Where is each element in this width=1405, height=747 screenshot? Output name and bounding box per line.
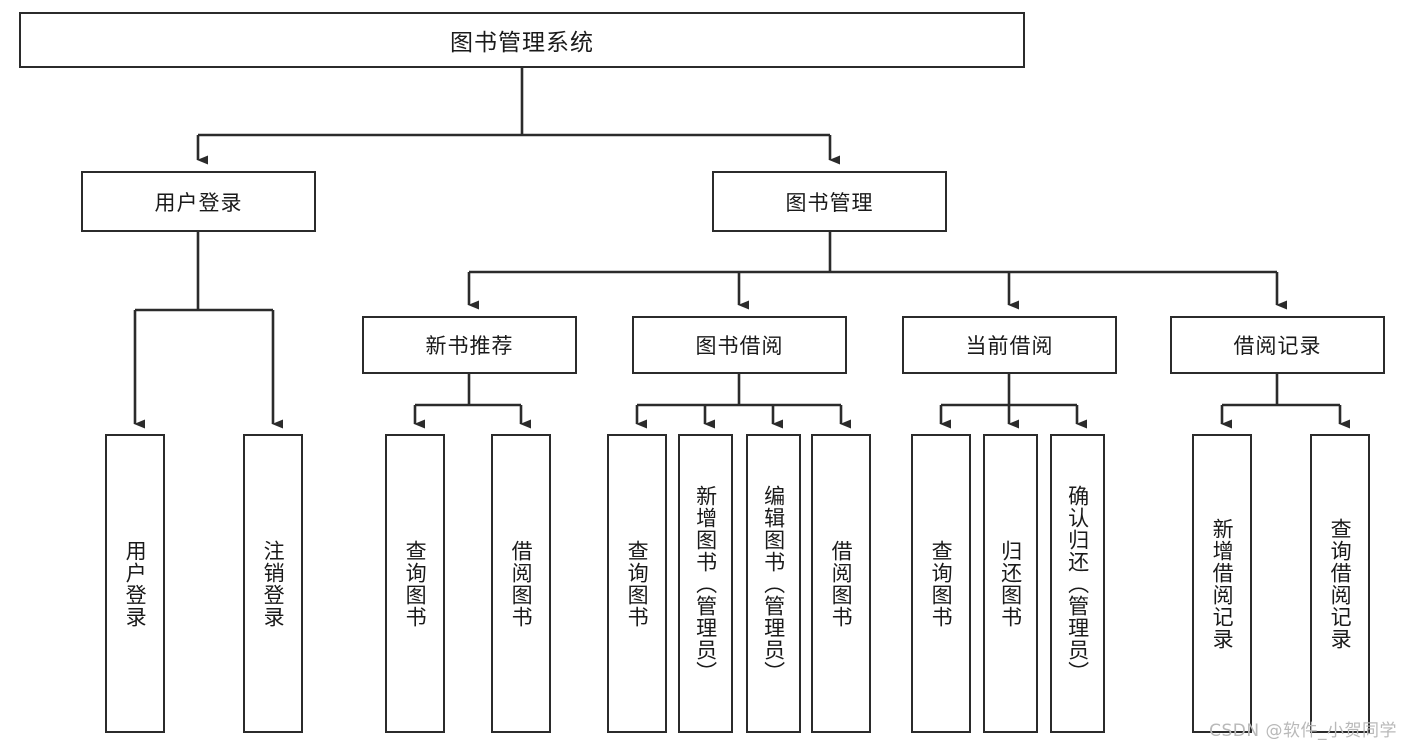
node-root-system[interactable]: 图书管理系统	[19, 12, 1025, 68]
leaf-bb-query-book-label: 查询图书	[625, 539, 650, 628]
node-borrow-record[interactable]: 借阅记录	[1170, 316, 1385, 374]
leaf-cb-confirm-return-label: 确认归还（管理员）	[1065, 484, 1090, 683]
node-book-management[interactable]: 图书管理	[712, 171, 947, 232]
leaf-cb-confirm-return[interactable]: 确认归还（管理员）	[1050, 434, 1105, 733]
leaf-br-add-record[interactable]: 新增借阅记录	[1192, 434, 1252, 733]
node-new-book-recommend-label: 新书推荐	[425, 334, 514, 358]
leaf-logout[interactable]: 注销登录	[243, 434, 303, 733]
node-user-login[interactable]: 用户登录	[81, 171, 316, 232]
leaf-cb-return-book[interactable]: 归还图书	[983, 434, 1038, 733]
node-book-borrow-label: 图书借阅	[695, 334, 784, 358]
leaf-bb-query-book[interactable]: 查询图书	[607, 434, 667, 733]
node-current-borrow[interactable]: 当前借阅	[902, 316, 1117, 374]
leaf-bb-add-book-label: 新增图书（管理员）	[693, 484, 718, 683]
csdn-watermark: CSDN @软件_小贺同学	[1209, 721, 1397, 741]
leaf-nb-borrow-book-label: 借阅图书	[509, 539, 534, 628]
leaf-bb-borrow-book[interactable]: 借阅图书	[811, 434, 871, 733]
leaf-bb-edit-book-label: 编辑图书（管理员）	[761, 484, 786, 683]
node-book-borrow[interactable]: 图书借阅	[632, 316, 847, 374]
leaf-br-query-record[interactable]: 查询借阅记录	[1310, 434, 1370, 733]
leaf-user-login[interactable]: 用户登录	[105, 434, 165, 733]
node-user-login-label: 用户登录	[154, 190, 243, 215]
node-new-book-recommend[interactable]: 新书推荐	[362, 316, 577, 374]
node-borrow-record-label: 借阅记录	[1233, 334, 1322, 358]
leaf-nb-borrow-book[interactable]: 借阅图书	[491, 434, 551, 733]
leaf-nb-query-book-label: 查询图书	[403, 539, 428, 628]
node-current-borrow-label: 当前借阅	[965, 334, 1054, 358]
leaf-bb-add-book[interactable]: 新增图书（管理员）	[678, 434, 733, 733]
leaf-user-login-label: 用户登录	[123, 539, 148, 628]
leaf-cb-return-book-label: 归还图书	[998, 539, 1023, 628]
leaf-logout-label: 注销登录	[261, 539, 286, 628]
leaf-bb-edit-book[interactable]: 编辑图书（管理员）	[746, 434, 801, 733]
leaf-nb-query-book[interactable]: 查询图书	[385, 434, 445, 733]
leaf-bb-borrow-book-label: 借阅图书	[829, 539, 854, 628]
leaf-cb-query-book-label: 查询图书	[929, 539, 954, 628]
leaf-br-add-record-label: 新增借阅记录	[1210, 517, 1235, 650]
node-root-system-label: 图书管理系统	[450, 30, 594, 56]
leaf-br-query-record-label: 查询借阅记录	[1328, 517, 1353, 650]
leaf-cb-query-book[interactable]: 查询图书	[911, 434, 971, 733]
node-book-management-label: 图书管理	[785, 190, 874, 215]
